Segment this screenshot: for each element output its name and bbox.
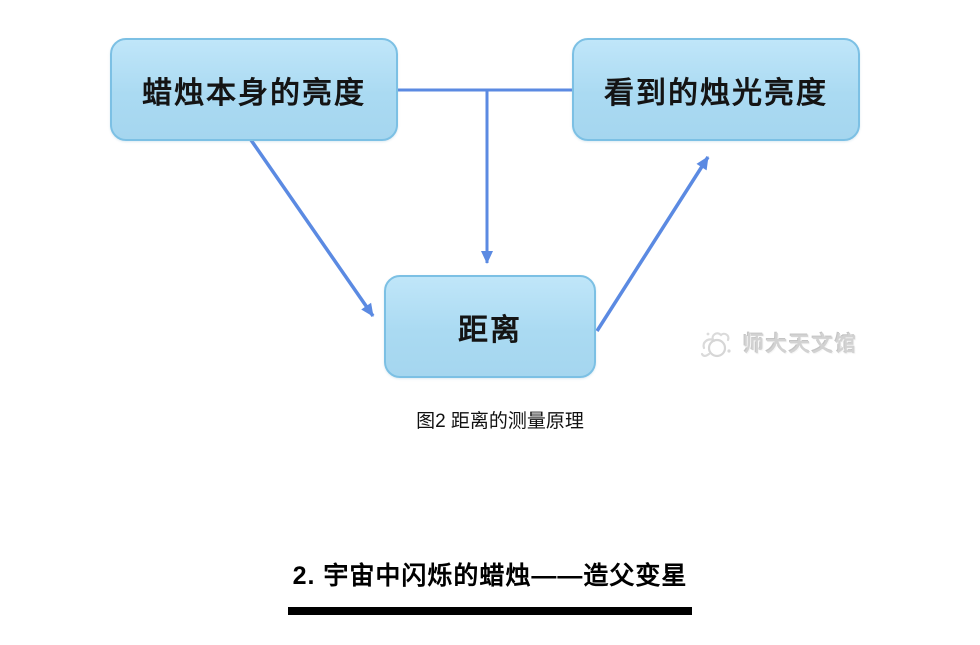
- section-heading: 2. 宇宙中闪烁的蜡烛——造父变星: [0, 560, 980, 615]
- connector-arrows: [249, 88, 710, 332]
- node-distance: 距离: [384, 275, 596, 378]
- node-candle-intrinsic-brightness-label: 蜡烛本身的亮度: [142, 76, 366, 110]
- arrow-intrinsic-to-distance: [249, 139, 375, 317]
- section-heading-text: 2. 宇宙中闪烁的蜡烛——造父变星: [292, 562, 688, 590]
- arrow-distance-to-observed: [595, 156, 710, 332]
- node-observed-candlelight-brightness: 看到的烛光亮度: [572, 38, 860, 141]
- watermark: 师大天文馆: [700, 326, 858, 360]
- watermark-text: 师大天文馆: [743, 333, 858, 356]
- figure-caption: 图2 距离的测量原理: [416, 411, 584, 432]
- node-observed-candlelight-brightness-label: 看到的烛光亮度: [604, 76, 828, 110]
- planetarium-logo-icon: [700, 332, 731, 358]
- node-candle-intrinsic-brightness: 蜡烛本身的亮度: [110, 38, 398, 141]
- section-heading-underline: [288, 607, 692, 615]
- node-distance-label: 距离: [458, 313, 522, 347]
